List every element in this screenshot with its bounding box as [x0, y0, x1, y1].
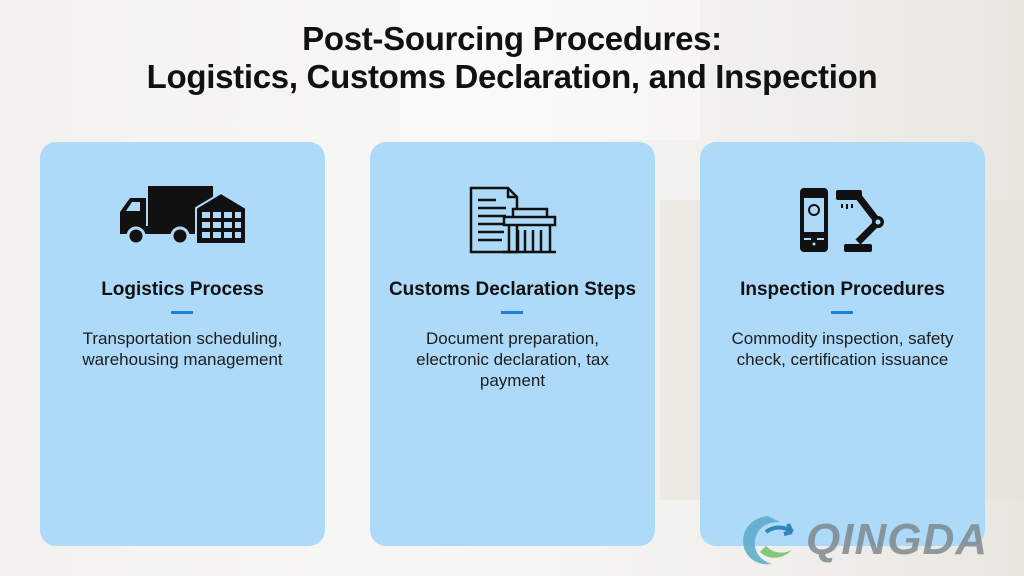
- card-customs: Customs Declaration Steps Document prepa…: [370, 142, 655, 546]
- logo-swirl-icon: [743, 516, 794, 565]
- card-description: Document preparation, electronic declara…: [416, 329, 609, 390]
- card-inspection: Inspection Procedures Commodity inspecti…: [700, 142, 985, 546]
- truck-warehouse-icon: [40, 186, 325, 256]
- logo-text: QINGDA: [806, 515, 988, 564]
- document-customs-building-icon: [370, 186, 655, 256]
- card-title: Logistics Process: [101, 279, 264, 300]
- qingda-watermark-logo: QINGDA: [738, 512, 988, 568]
- background-window: [400, 0, 700, 140]
- scanner-robot-arm-icon: [700, 186, 985, 256]
- accent-divider: [501, 311, 523, 314]
- accent-divider: [831, 311, 853, 314]
- title-line-2: Logistics, Customs Declaration, and Insp…: [146, 58, 878, 95]
- accent-divider: [171, 311, 193, 314]
- card-logistics: Logistics Process Transportation schedul…: [40, 142, 325, 546]
- card-title: Inspection Procedures: [740, 279, 945, 300]
- card-description: Transportation scheduling, warehousing m…: [82, 329, 283, 369]
- page-title: Post-Sourcing Procedures: Logistics, Cus…: [0, 20, 1024, 96]
- card-description: Commodity inspection, safety check, cert…: [731, 329, 954, 369]
- card-title: Customs Declaration Steps: [388, 279, 637, 300]
- title-line-1: Post-Sourcing Procedures:: [302, 20, 722, 57]
